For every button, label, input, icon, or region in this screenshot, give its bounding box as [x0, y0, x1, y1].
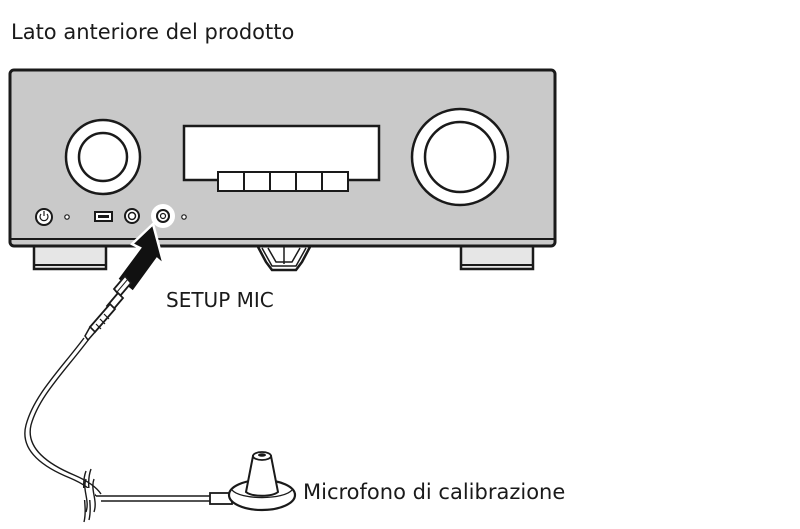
power-button — [35, 208, 53, 226]
cable-break-marks — [83, 478, 96, 513]
power-indicator — [64, 214, 70, 220]
headphone-jack — [124, 208, 140, 224]
mic-indicator — [181, 214, 187, 220]
mic-cable — [24, 337, 210, 523]
calibration-microphone — [209, 451, 297, 512]
receiver-feet — [32, 243, 535, 272]
setup-mic-label: SETUP MIC — [166, 288, 274, 312]
input-knob — [64, 118, 142, 196]
usb-port — [94, 211, 113, 222]
front-display — [182, 124, 381, 192]
setup-mic-jack — [151, 204, 175, 228]
volume-knob — [410, 107, 510, 207]
calibration-mic-label: Microfono di calibrazione — [303, 480, 566, 504]
mic-plug — [84, 274, 133, 342]
diagram-title: Lato anteriore del prodotto — [11, 20, 295, 44]
